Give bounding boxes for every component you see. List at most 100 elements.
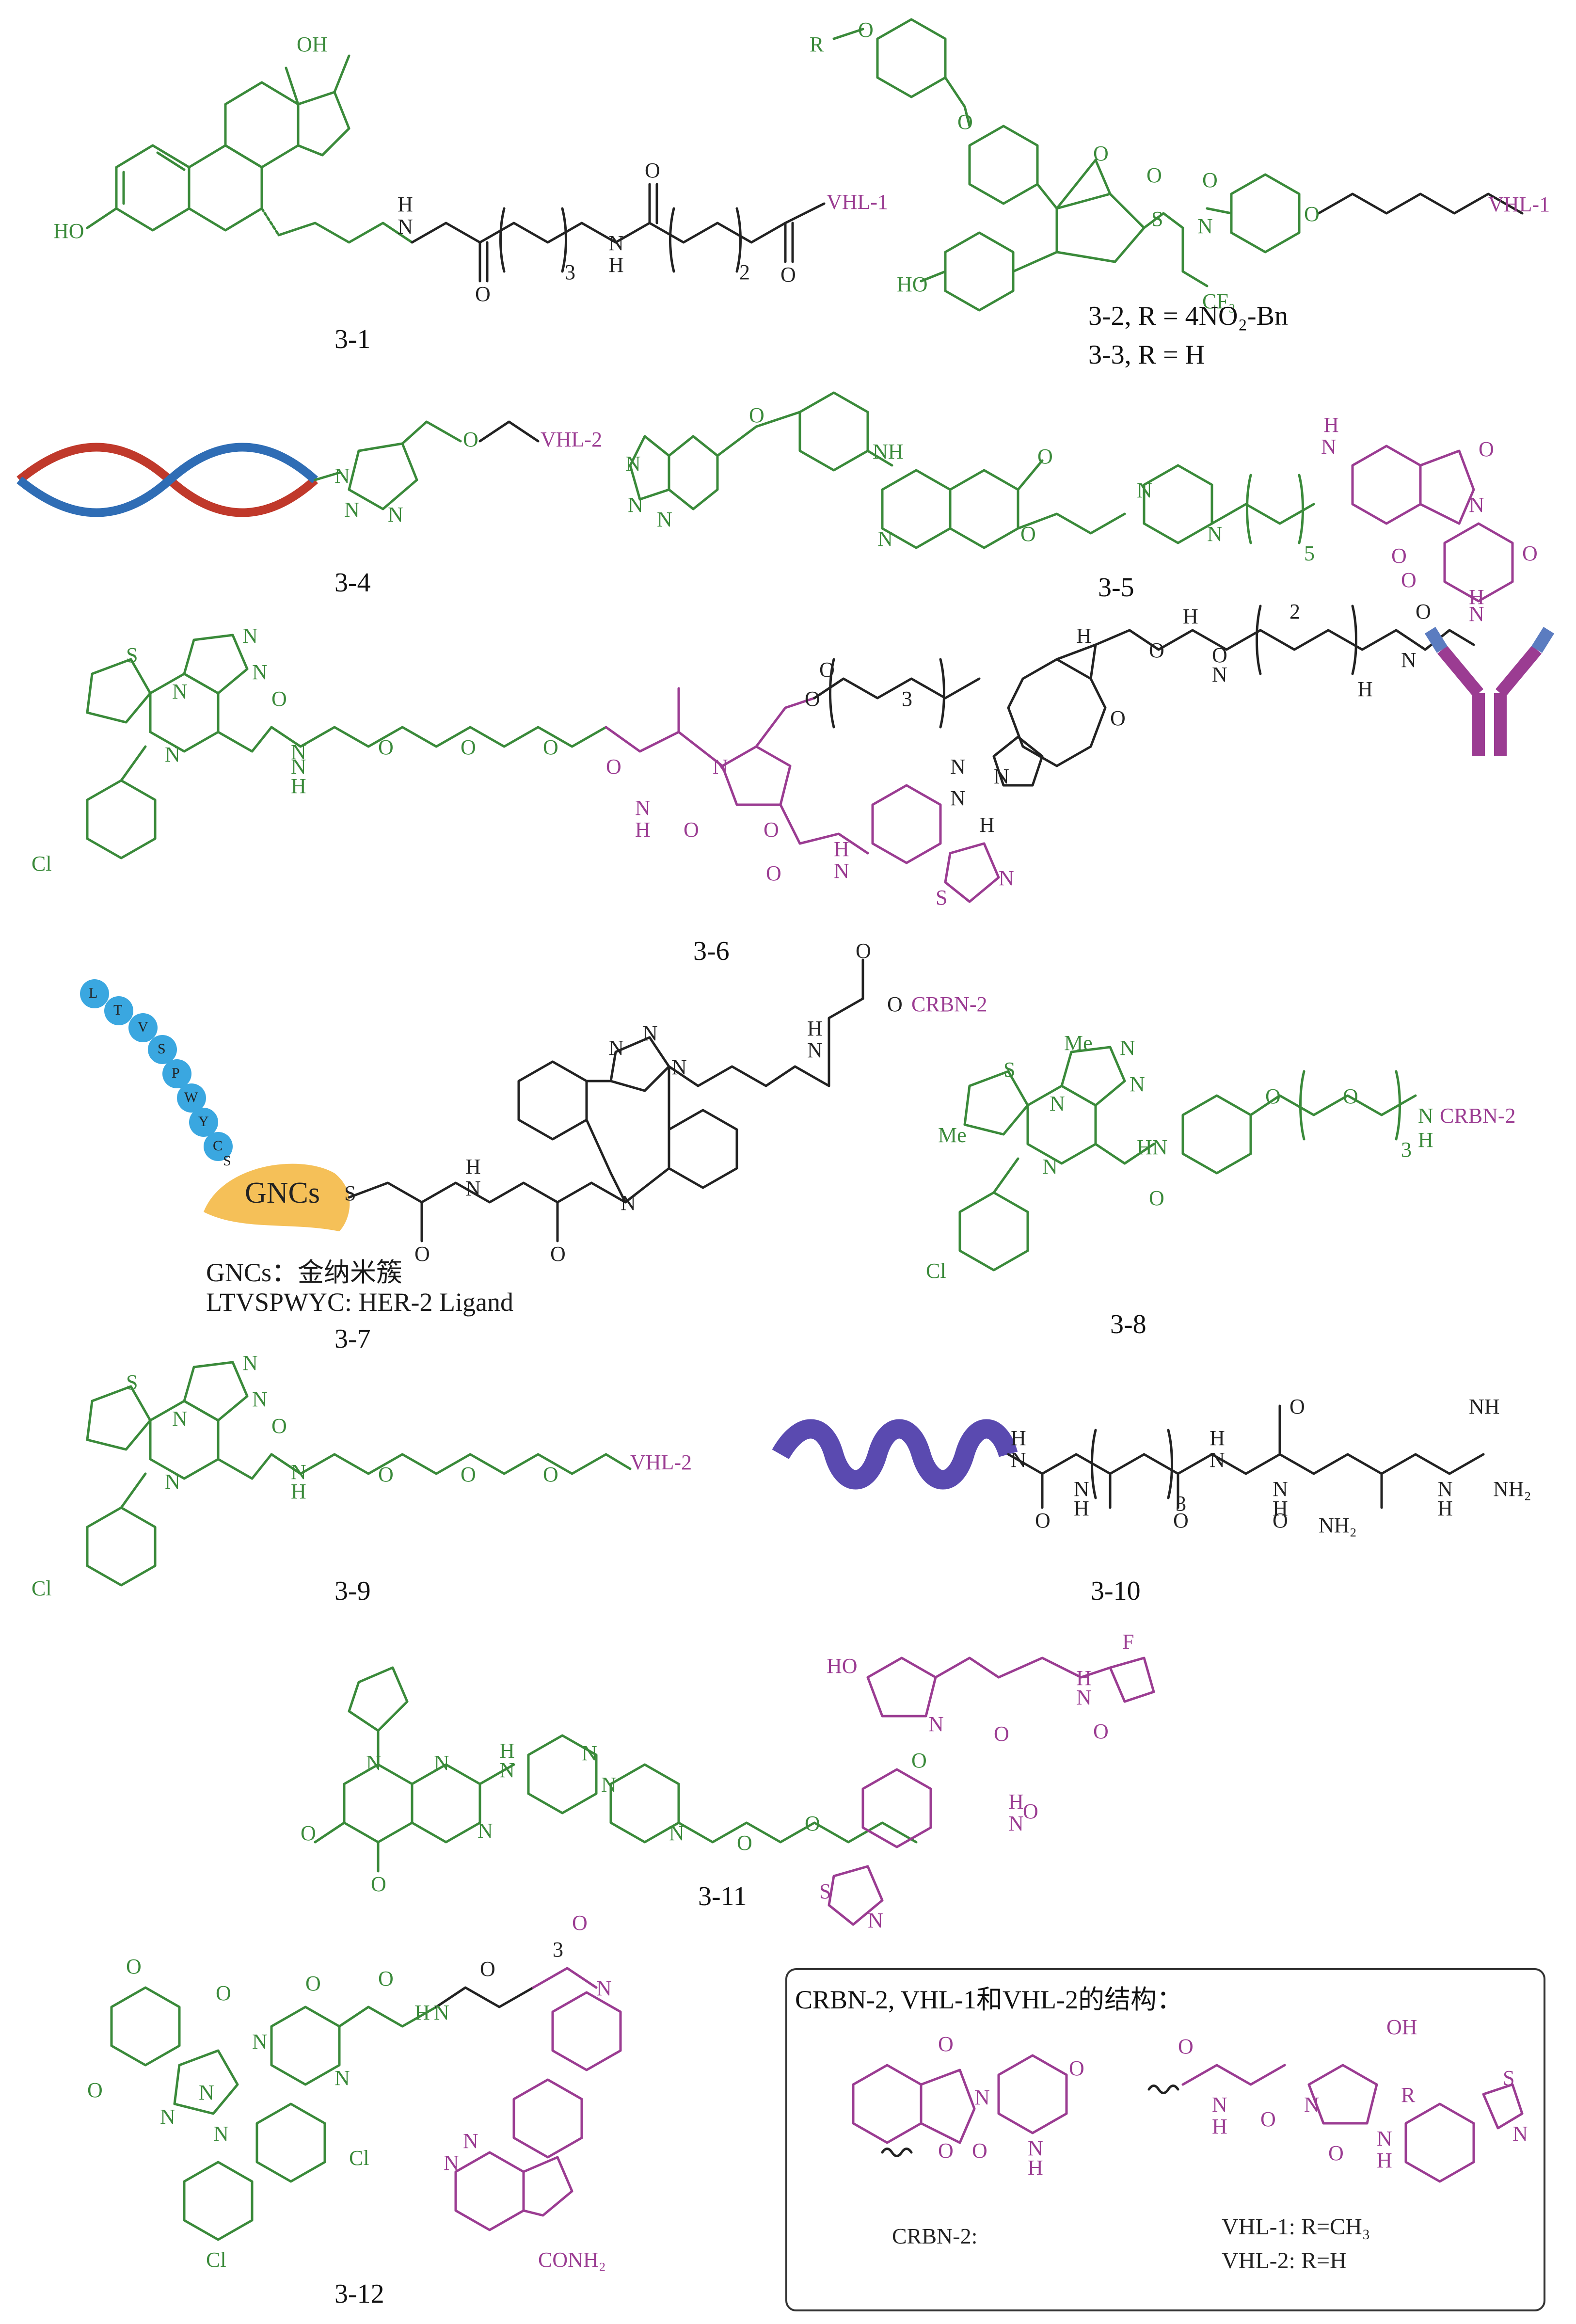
structure-3-8 xyxy=(958,1046,1417,1272)
atom-label: N xyxy=(1418,1104,1433,1128)
atom-label: O xyxy=(887,992,903,1016)
atom-label: O xyxy=(461,1463,476,1486)
atom-label: O xyxy=(938,2139,954,2163)
compound-label: 3-9 xyxy=(334,1576,371,1606)
atom-label: VHL-2 xyxy=(630,1450,692,1474)
atom-label: H xyxy=(499,1739,515,1763)
atom-label: O xyxy=(1173,1509,1189,1532)
atom-label: Me xyxy=(1064,1031,1093,1055)
atom-label: N xyxy=(950,786,966,810)
peptide-letter: P xyxy=(172,1065,180,1081)
atom-label: H xyxy=(1437,1496,1453,1520)
atom-label: S xyxy=(126,643,138,667)
atom-label: O xyxy=(1522,541,1538,565)
peptide-letter: Y xyxy=(198,1114,209,1130)
atom-label: N xyxy=(596,1976,612,2000)
atom-label: N xyxy=(213,2122,229,2146)
compound-label: 3-1 xyxy=(334,324,371,354)
atom-label: N xyxy=(868,1909,883,1932)
atom-label: N xyxy=(834,859,849,883)
atom-label: N xyxy=(434,2001,449,2024)
atom-label: 3 xyxy=(565,260,575,284)
atom-label: H xyxy=(1076,624,1092,648)
atom-label: O xyxy=(1035,1509,1051,1532)
atom-label: N xyxy=(398,215,413,239)
atom-label: O xyxy=(414,1242,430,1266)
compound-label: 3-2, R = 4NO₂-Bn xyxy=(1088,301,1288,331)
atom-label: N xyxy=(669,1821,685,1845)
atom-label: N xyxy=(635,796,651,820)
atom-label: H xyxy=(807,1017,823,1040)
atom-label: O xyxy=(1093,1719,1109,1743)
atom-label: N xyxy=(165,1470,180,1494)
atom-label: O xyxy=(572,1911,588,1935)
peptide-letter: W xyxy=(184,1089,198,1105)
atom-label: H xyxy=(1008,1790,1024,1814)
atom-label: N xyxy=(160,2105,175,2129)
atom-label: N xyxy=(172,680,188,703)
atom-label: H xyxy=(291,1480,306,1503)
atom-label: O xyxy=(87,2078,103,2102)
atom-label: N xyxy=(642,1021,658,1045)
atom-label: O xyxy=(737,1831,752,1855)
atom-label: H xyxy=(1273,1496,1288,1520)
atom-label: F xyxy=(1122,1630,1134,1654)
atom-label: N xyxy=(1304,2093,1320,2117)
atom-label: O xyxy=(543,735,558,759)
atom-label: N xyxy=(444,2151,459,2175)
atom-label: O xyxy=(645,159,660,182)
atom-label: N xyxy=(1120,1036,1135,1060)
atom-label: N xyxy=(1377,2127,1392,2150)
atom-label: O xyxy=(858,18,874,42)
atom-label: H xyxy=(1183,605,1198,628)
atom-label: N xyxy=(165,743,180,766)
atom-label: HO xyxy=(897,272,928,296)
atom-label: H xyxy=(1210,1426,1225,1450)
atom-label: N xyxy=(582,1741,597,1765)
atom-label: O xyxy=(461,735,476,759)
atom-label: 3 xyxy=(902,687,912,711)
atom-label: H xyxy=(1028,2156,1043,2180)
gnc-label: GNCs xyxy=(245,1177,320,1210)
atom-label: O xyxy=(305,1972,321,1995)
atom-label: H xyxy=(465,1155,481,1178)
atom-label: O xyxy=(463,428,478,451)
atom-label: O xyxy=(1289,1395,1305,1418)
atom-label: N xyxy=(1437,1477,1453,1501)
legend-vhl1-caption: VHL-1: R=CH₃ xyxy=(1222,2214,1370,2240)
atom-label: N xyxy=(434,1751,449,1775)
atom-label: S xyxy=(819,1879,831,1903)
atom-label: 2 xyxy=(1289,600,1300,623)
atom-label: H xyxy=(1011,1426,1026,1450)
atom-label: N xyxy=(807,1038,823,1062)
structure-3-1 xyxy=(86,54,826,283)
atom-label: N xyxy=(1212,2093,1227,2117)
atom-label: N xyxy=(621,1191,636,1215)
atom-label: N xyxy=(628,493,643,517)
legend-structures xyxy=(852,2054,1524,2183)
atom-label: N xyxy=(252,2030,268,2053)
atom-label: O xyxy=(378,735,394,759)
atom-label: NH xyxy=(873,440,904,463)
atom-label: N xyxy=(1050,1092,1065,1115)
atom-label: H xyxy=(1377,2149,1392,2172)
atom-label: NH xyxy=(1469,1395,1500,1418)
atom-label: CRBN-2 xyxy=(1440,1104,1516,1128)
atom-label: 3 xyxy=(1176,1492,1186,1515)
atom-label: H xyxy=(291,774,306,798)
atom-label: N xyxy=(713,755,728,779)
atom-label: S xyxy=(126,1370,138,1394)
atom-label: O xyxy=(1110,706,1126,730)
atom-label: N xyxy=(608,1036,624,1060)
atom-label: 5 xyxy=(1304,541,1315,565)
peptide-letter: S xyxy=(158,1041,166,1057)
atom-label: N xyxy=(657,508,672,531)
atom-label: O xyxy=(1328,2141,1344,2165)
atom-label: NH₂ xyxy=(1493,1477,1531,1501)
atom-label: N xyxy=(199,2081,214,2104)
atom-label: N xyxy=(1076,1686,1092,1709)
atom-label: N xyxy=(1212,663,1227,686)
atom-label: O xyxy=(805,1812,820,1835)
peptide-letter: L xyxy=(89,985,98,1001)
atom-label: O xyxy=(271,687,287,711)
